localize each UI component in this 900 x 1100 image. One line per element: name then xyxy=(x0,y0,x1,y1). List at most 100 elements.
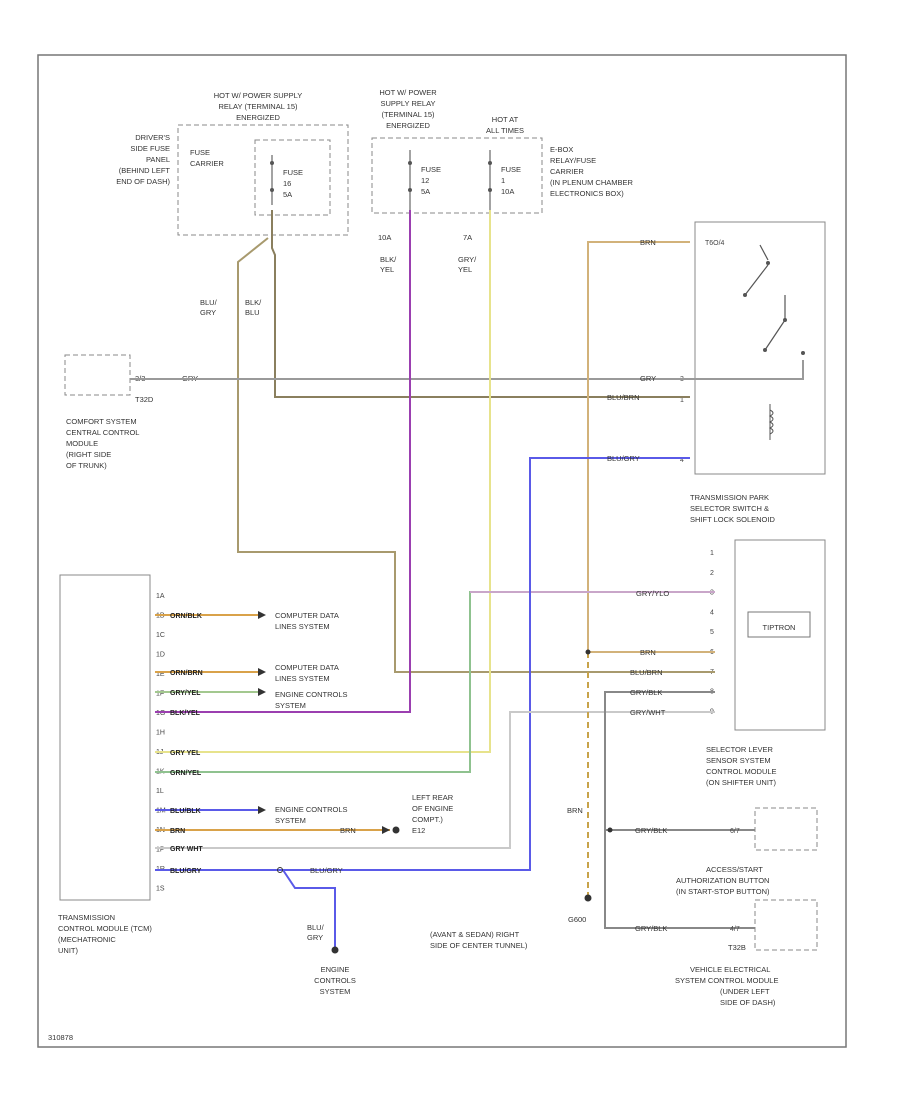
comp-data-2-l2: LINES SYSTEM xyxy=(275,674,330,683)
wire-brn-7: BRN xyxy=(640,648,656,657)
wire-blk-yel-top-1: BLK/ xyxy=(380,255,397,264)
wire-blu-brn-7: BLU/BRN xyxy=(630,668,663,677)
wire-blu-gry-right: BLU/GRY xyxy=(607,454,640,463)
hot-relay-left-line2: RELAY (TERMINAL 15) xyxy=(218,102,298,111)
tcm-l4: UNIT) xyxy=(58,946,78,955)
fuse-16-box xyxy=(254,139,331,216)
wire-gry-blk xyxy=(604,691,755,929)
hot-all-times-l1: HOT AT xyxy=(492,115,519,124)
engine-2-l1: ENGINE CONTROLS xyxy=(275,805,348,814)
drivers-fuse-l1: DRIVER'S xyxy=(135,133,170,142)
comfort-l5: OF TRUNK) xyxy=(66,461,107,470)
footer-id: 310878 xyxy=(48,1033,73,1042)
comfort-module-label: COMFORT SYSTEM CENTRAL CONTROL MODULE (R… xyxy=(66,417,139,470)
wire-tcm-p10: GRN/YEL xyxy=(170,770,202,777)
vehicle-module-label: VEHICLE ELECTRICAL SYSTEM CONTROL MODULE… xyxy=(675,965,778,1007)
tcm-l3: (MECHATRONIC xyxy=(58,935,116,944)
wire-tcm-p6: GRY/YEL xyxy=(170,690,201,697)
access-button-box xyxy=(754,807,818,851)
ebox-l5: ELECTRONICS BOX) xyxy=(550,189,624,198)
range-l3: SHIFT LOCK SOLENOID xyxy=(690,515,775,524)
selector-pin: 2 xyxy=(710,570,714,577)
wire-tcm-p14: GRY WHT xyxy=(170,846,203,853)
comp-data-1-l1: COMPUTER DATA xyxy=(275,611,339,620)
vehicle-l1: VEHICLE ELECTRICAL xyxy=(690,965,770,974)
wire-purple xyxy=(155,210,411,713)
ebox-carrier-box xyxy=(371,137,543,214)
left-rear-engine-label: LEFT REAR OF ENGINE COMPT.) E12 xyxy=(412,793,454,835)
fuse-16-l2: 16 xyxy=(283,179,291,188)
hot-relay-mid-l4: ENERGIZED xyxy=(386,121,430,130)
engine-1-l2: SYSTEM xyxy=(275,701,306,710)
switch-pin-4: 4 xyxy=(680,457,684,464)
wire-tcm-p2: ORN/BLK xyxy=(170,613,202,620)
vehicle-l2: SYSTEM CONTROL MODULE xyxy=(675,976,778,985)
wire-tcm-p9: GRY YEL xyxy=(170,750,201,757)
comp-data-2-l1: COMPUTER DATA xyxy=(275,663,339,672)
comfort-l2: CENTRAL CONTROL xyxy=(66,428,139,437)
wire-blu-gry-bottom: BLU/GRY xyxy=(310,866,343,875)
tcm-pin: 1P xyxy=(156,847,165,854)
wire-blue-right xyxy=(280,457,690,871)
tcm-box xyxy=(59,574,151,901)
vehicle-l3: (UNDER LEFT xyxy=(720,987,770,996)
amp-label-right: 7A xyxy=(463,233,472,242)
selector-pin: 3 xyxy=(710,590,714,597)
fuse-1: FUSE 1 10A xyxy=(488,150,521,210)
access-l1: ACCESS/START xyxy=(706,865,763,874)
selector-pin: 4 xyxy=(710,609,714,616)
wire-gry-yel-top-2: YEL xyxy=(458,265,472,274)
drivers-fuse-panel-box xyxy=(177,124,349,236)
engine-3-l3: SYSTEM xyxy=(320,987,351,996)
wire-orange-brn xyxy=(587,241,715,653)
ebox-l2: RELAY/FUSE xyxy=(550,156,596,165)
tiptronic-box xyxy=(747,611,811,638)
tcm-pin: 1C xyxy=(156,632,165,639)
engine-1-l1: ENGINE CONTROLS xyxy=(275,690,348,699)
selector-l3: CONTROL MODULE xyxy=(706,767,777,776)
range-selector-label: TRANSMISSION PARK SELECTOR SWITCH & SHIF… xyxy=(690,493,775,524)
tcm-pin: 1L xyxy=(156,788,164,795)
left-rear-l4: E12 xyxy=(412,826,425,835)
access-pin: 6/7 xyxy=(730,828,740,835)
wire-green xyxy=(155,591,715,773)
selector-module-label: SELECTOR LEVER SENSOR SYSTEM CONTROL MOD… xyxy=(706,745,777,787)
wire-gry-blk-8: GRY/BLK xyxy=(630,688,662,697)
vehicle-pin: 4/7 xyxy=(730,926,740,933)
wire-blu-gry-down-2: GRY xyxy=(307,933,323,942)
engine-3-l1: ENGINE xyxy=(321,965,350,974)
drivers-fuse-l3: PANEL xyxy=(146,155,170,164)
wire-blk-blu-1: BLK/ xyxy=(245,298,262,307)
range-l1: TRANSMISSION PARK xyxy=(690,493,769,502)
comfort-l3: MODULE xyxy=(66,439,98,448)
tcm-pin: 1S xyxy=(156,886,165,893)
engine-2-l2: SYSTEM xyxy=(275,816,306,825)
diagram-border xyxy=(37,54,847,1048)
wire-gry-right: GRY xyxy=(640,374,656,383)
engine-3-l2: CONTROLS xyxy=(314,976,356,985)
comp-data-1-l2: LINES SYSTEM xyxy=(275,622,330,631)
wire-gry-wht xyxy=(155,711,715,849)
hot-relay-left-line1: HOT W/ POWER SUPPLY xyxy=(214,91,302,100)
ground-l1: (AVANT & SEDAN) RIGHT xyxy=(430,930,520,939)
hot-relay-mid-l1: HOT W/ POWER xyxy=(379,88,437,97)
fuse-16-l1: FUSE xyxy=(283,168,303,177)
wire-blu-gry-down-1: BLU/ xyxy=(307,923,325,932)
fuse-12-l2: 12 xyxy=(421,176,429,185)
ground-label: (AVANT & SEDAN) RIGHT SIDE OF CENTER TUN… xyxy=(430,930,528,950)
fuse-16-l3: 5A xyxy=(283,190,292,199)
wire-tcm-p5: ORN/BRN xyxy=(170,670,203,677)
wire-gry-wht-9: GRY/WHT xyxy=(630,708,666,717)
wire-blu-brn-right: BLU/BRN xyxy=(607,393,640,402)
comfort-conn: T32D xyxy=(135,395,154,404)
tcm-l2: CONTROL MODULE (TCM) xyxy=(58,924,152,933)
wire-tcm-p7: BLK/YEL xyxy=(170,710,201,717)
range-l2: SELECTOR SWITCH & xyxy=(690,504,769,513)
fuse-1-l1: FUSE xyxy=(501,165,521,174)
access-l3: (IN START-STOP BUTTON) xyxy=(676,887,770,896)
vehicle-conn: T32B xyxy=(728,943,746,952)
wire-gry-blk-access-lbl: GRY/BLK xyxy=(635,826,667,835)
comfort-l1: COMFORT SYSTEM xyxy=(66,417,137,426)
switch-pin-1: 1 xyxy=(680,397,684,404)
tcm-pin: 1G xyxy=(156,710,165,717)
